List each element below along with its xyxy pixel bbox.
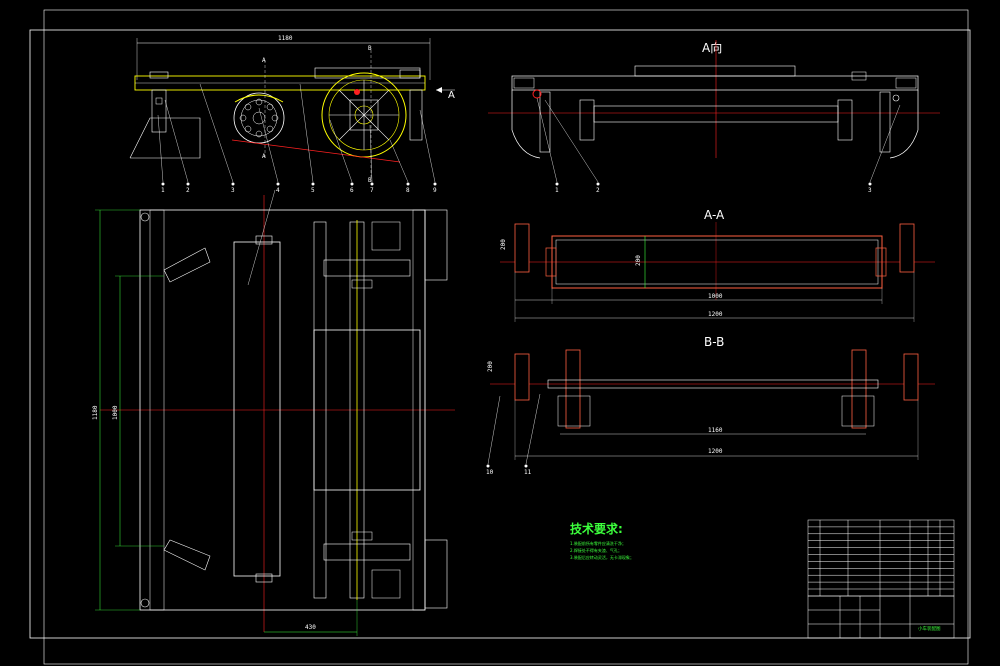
side-balloon-label: 7	[370, 187, 374, 194]
inner-border	[43, 9, 969, 665]
plan-dim-bottom: 430	[305, 624, 316, 631]
a-view-balloon-label: 2	[596, 187, 600, 194]
bb-title: B-B	[704, 335, 724, 349]
side-balloon-label: 8	[406, 187, 410, 194]
side-balloon-dot	[231, 182, 235, 186]
side-balloon-dot	[186, 182, 190, 186]
plan-dim-left-outer: 1180	[92, 405, 99, 420]
side-balloon-dot	[161, 182, 165, 186]
side-marker-a-bottom: A	[262, 153, 266, 160]
aa-title: A-A	[704, 208, 725, 222]
side-balloon-label: 5	[311, 187, 315, 194]
a-view-title: A向	[702, 40, 722, 55]
bb-balloon-dot	[524, 464, 528, 468]
side-balloon-dot	[276, 182, 280, 186]
side-marker-b-top: B	[368, 45, 372, 52]
side-balloon-dot	[311, 182, 315, 186]
side-balloon-label: 9	[433, 187, 437, 194]
aa-section: A-A 1000 1200 200 200	[500, 208, 935, 322]
a-view-balloon-label: 3	[868, 187, 872, 194]
aa-dim-mid: 200	[635, 255, 642, 266]
side-balloon-label: 2	[186, 187, 190, 194]
a-view-balloon-dot	[555, 182, 559, 186]
side-view: 1180	[129, 35, 455, 194]
tech-requirements: 技术要求: 1.装配前所有零件应清洗干净； 2.焊接处不得有夹渣、气孔； 3.装…	[570, 521, 634, 560]
bb-dim-outer: 1200	[708, 448, 723, 455]
tech-title: 技术要求:	[570, 521, 623, 536]
a-view-balloon-dot	[596, 182, 600, 186]
side-marker-b-bottom: B	[368, 177, 372, 184]
tech-line-3: 3.装配后应转动灵活，无卡滞现象；	[570, 554, 634, 560]
side-marker-a-top: A	[262, 57, 266, 64]
outer-border	[29, 29, 971, 639]
side-balloon-dot	[370, 182, 374, 186]
side-balloon-label: 1	[161, 187, 165, 194]
a-direction-label: A	[448, 90, 455, 101]
tech-line-2: 2.焊接处不得有夹渣、气孔；	[570, 547, 622, 553]
plan-dim-left-inner: 1000	[112, 405, 119, 420]
tech-line-1: 1.装配前所有零件应清洗干净；	[570, 540, 626, 546]
side-top-dim: 1180	[278, 35, 293, 42]
bb-balloon-dot	[486, 464, 490, 468]
side-balloon-label: 6	[350, 187, 354, 194]
bb-dim-left: 200	[487, 361, 494, 372]
bb-balloon-label: 10	[486, 469, 494, 476]
side-balloon-label: 4	[276, 187, 280, 194]
bb-section: B-B 1160 1200 200 10 11	[486, 335, 935, 476]
side-balloon-label: 3	[231, 187, 235, 194]
aa-dim-inner: 1000	[708, 293, 723, 300]
title-block-drawing-name: 小车装配图	[918, 625, 941, 632]
plan-view: 1180 1000 430	[92, 189, 455, 636]
side-balloon-dot	[406, 182, 410, 186]
a-view-balloon-dot	[868, 182, 872, 186]
aa-dim-left: 200	[500, 239, 507, 250]
bb-balloon-label: 11	[524, 469, 532, 476]
side-balloon-dot	[433, 182, 437, 186]
a-view: A向 1 2 3	[488, 40, 940, 194]
aa-dim-outer: 1200	[708, 311, 723, 318]
side-balloon-dot	[350, 182, 354, 186]
bb-dim-inner: 1160	[708, 427, 723, 434]
a-view-balloon-label: 1	[555, 187, 559, 194]
title-block	[807, 519, 955, 639]
